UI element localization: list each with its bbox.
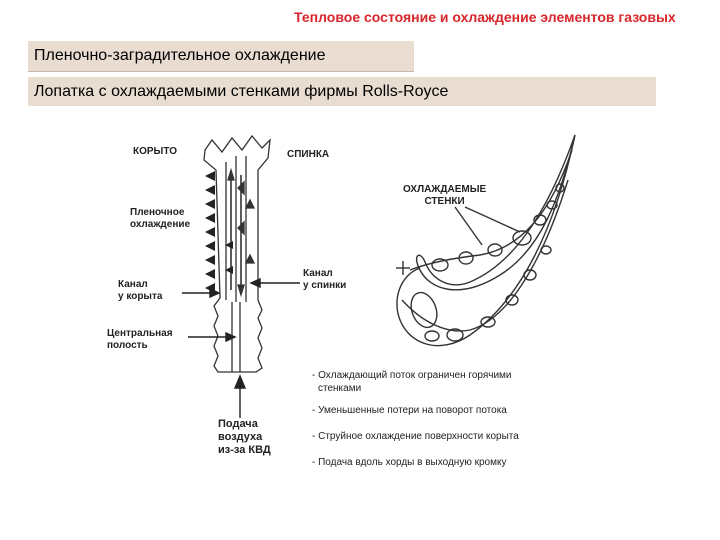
right-blade-diagram	[396, 135, 575, 346]
label-back-channel: Канал у спинки	[303, 268, 346, 292]
label-central-cavity: Центральная полость	[107, 328, 173, 352]
label-back: СПИНКА	[287, 149, 329, 161]
label-trough-channel: Канал у корыта	[118, 279, 162, 303]
bullet-item-4: - Подача вдоль хорды в выходную кромку	[312, 456, 506, 469]
bullet-item-3: - Струйное охлаждение поверхности корыта	[312, 430, 519, 443]
label-cooled-walls: ОХЛАЖДАЕМЫЕ СТЕНКИ	[403, 184, 486, 208]
label-trough: КОРЫТО	[133, 146, 177, 158]
bullet-item-2: - Уменьшенные потери на поворот потока	[312, 404, 507, 417]
bullet-item-1: - Охлаждающий поток ограничен горячими с…	[312, 369, 512, 395]
label-air-supply: Подача воздуха из-за КВД	[218, 418, 271, 457]
label-film-cooling: Пленочное охлаждение	[130, 207, 190, 231]
